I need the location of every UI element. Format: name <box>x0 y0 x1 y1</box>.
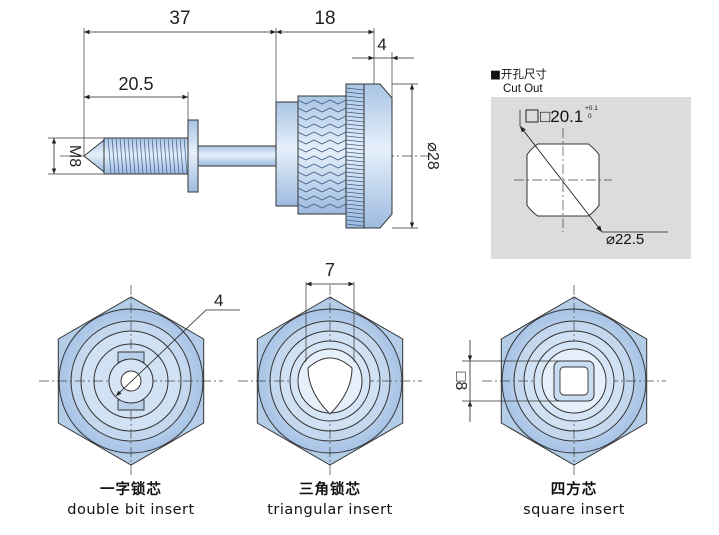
nut-body <box>275 101 299 207</box>
dim-flange-thickness: 4 <box>377 35 386 54</box>
serrated-ring <box>345 83 365 229</box>
dim-thread-length: 20.5 <box>118 74 153 94</box>
caption-double-bit-en: double bit insert <box>67 502 195 518</box>
cutout-panel: ■开孔尺寸 Cut Out □20.1 +0.1 0 ⌀22.5 <box>490 67 691 259</box>
head-flange <box>363 83 393 229</box>
dim-thread-size: M8 <box>66 145 83 167</box>
cutout-dim-square: □20.1 <box>540 107 583 126</box>
front-view-double-bit <box>39 285 223 477</box>
dim-double-bit: 4 <box>214 291 223 310</box>
cutout-dim-diameter: ⌀22.5 <box>606 231 644 248</box>
dimension-lines <box>51 29 415 228</box>
threaded-stud <box>83 137 189 175</box>
stud-washer <box>187 119 199 193</box>
double-bit-insert-detail: 4 <box>93 291 240 419</box>
square-symbol-icon <box>525 109 539 123</box>
cutout-tol-upper: +0.1 <box>585 105 598 112</box>
caption-double-bit: 一字锁芯 double bit insert <box>21 480 241 520</box>
caption-double-bit-cn: 一字锁芯 <box>100 482 162 498</box>
triangular-insert-detail: 7 <box>289 260 371 422</box>
dim-outer-diameter: ⌀28 <box>424 142 441 170</box>
dim-body-length: 18 <box>314 8 335 29</box>
stud-shaft <box>197 145 277 167</box>
caption-square-en: square insert <box>523 502 625 518</box>
dim-square-insert: □8 <box>452 372 469 391</box>
caption-triangular: 三角锁芯 triangular insert <box>220 480 440 520</box>
square-insert-detail: □8 <box>452 340 615 422</box>
cutout-title-en: Cut Out <box>503 83 543 95</box>
cutout-tol-lower: 0 <box>588 113 592 120</box>
cutout-title-cn: ■开孔尺寸 <box>490 67 547 81</box>
side-view: 37 18 4 20.5 M8 ⌀28 <box>48 8 441 229</box>
dim-overall-length: 37 <box>169 8 190 29</box>
caption-square-cn: 四方芯 <box>550 482 598 498</box>
caption-triangular-en: triangular insert <box>267 502 393 518</box>
dim-triangular: 7 <box>325 260 335 280</box>
cutout-shape <box>514 110 668 233</box>
knurled-body <box>297 95 347 215</box>
caption-square: 四方芯 square insert <box>464 480 684 520</box>
caption-triangular-cn: 三角锁芯 <box>299 482 361 498</box>
